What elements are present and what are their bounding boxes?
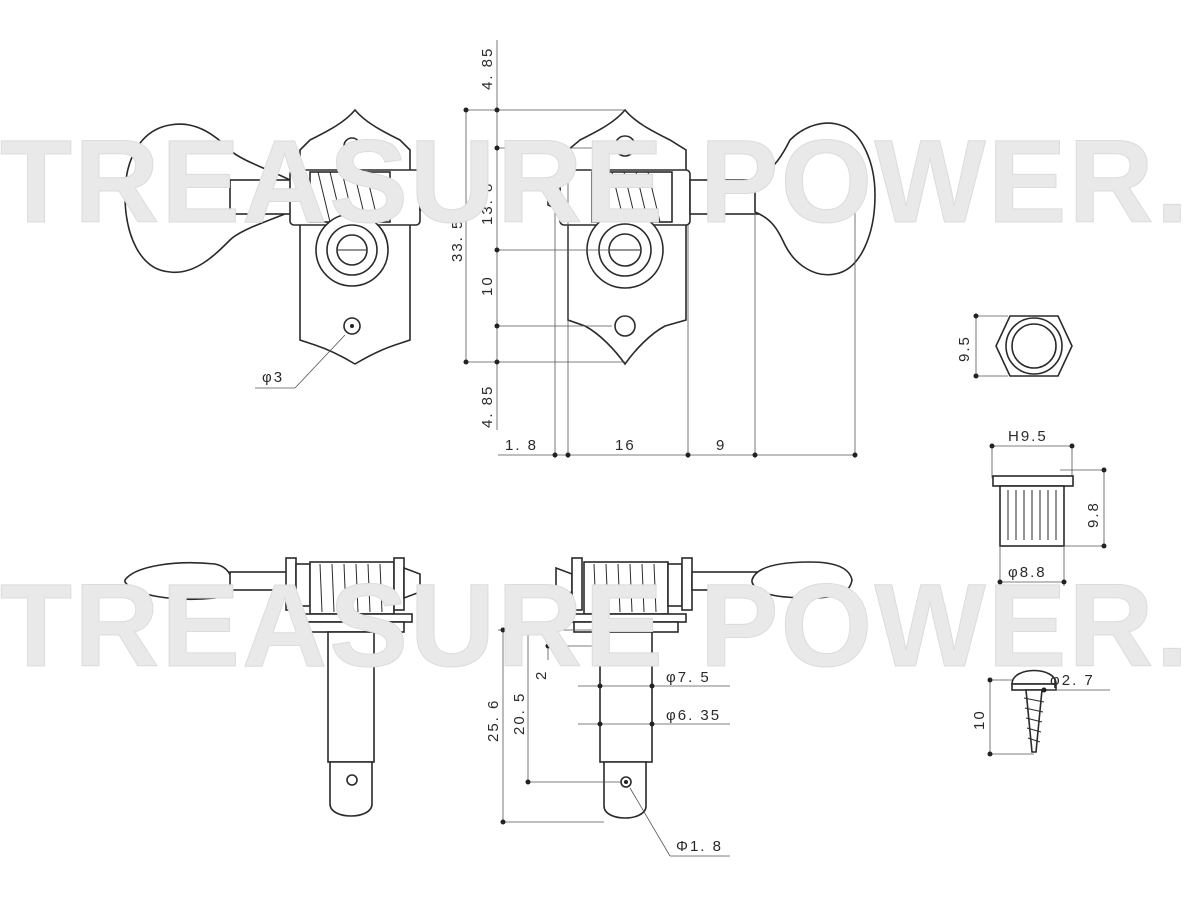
label-post-top: 2 [533,670,550,680]
bushing-side-view [989,443,1107,586]
hole-top-right [614,135,636,157]
label-screw-head: φ2. 7 [1050,672,1095,689]
label-hex-height: 9.5 [956,335,973,362]
label-top-offset: 4. 85 [479,47,496,90]
label-upper: 13. 8 [479,182,496,225]
label-post-mid: 20. 5 [511,692,528,735]
vertical-dimensions [463,40,625,430]
tuner-side-view-right [555,557,853,819]
hole-center-left [350,324,354,328]
button-left [124,123,291,273]
label-middle: 10 [479,275,496,296]
label-post-total: 25. 6 [485,699,502,742]
post-dimensions [498,627,730,857]
label-post-hole: Φ1. 8 [676,838,723,855]
label-bottom-offset: 4. 85 [479,385,496,428]
hex-nut-top-view [973,313,1073,379]
watermark-bottom: TREASURE POWER. [0,560,1190,692]
label-w1: 1. 8 [505,437,538,454]
leader-hole-dia [294,334,346,389]
label-w2: 16 [615,437,636,454]
worm-threads-right [599,171,661,223]
worm-threads-left [317,171,379,223]
button-right [754,122,876,276]
screw-view [987,669,1110,757]
label-bushing-hex: H9.5 [1008,428,1048,445]
hole-bottom-right [614,315,636,337]
label-screw-len: 10 [971,709,988,730]
label-bushing-height: 9.8 [1085,501,1102,528]
hole-top-left [343,137,361,155]
worm-end-left [419,183,433,212]
tuner-front-view-left [124,108,433,365]
label-total-height: 33. 5 [449,219,466,262]
label-w3: 9 [716,437,726,454]
horizontal-dimensions [498,150,858,458]
worm-end-right [547,183,561,212]
label-hole-dia: φ3 [262,369,284,386]
label-post-d1: φ7. 5 [666,669,711,686]
label-bushing-dia: φ8.8 [1008,564,1047,581]
watermark-top: TREASURE POWER. [0,116,1190,248]
tuner-front-view-right [547,108,876,366]
label-post-d2: φ6. 35 [666,707,721,724]
tuner-side-view-left [124,557,421,817]
